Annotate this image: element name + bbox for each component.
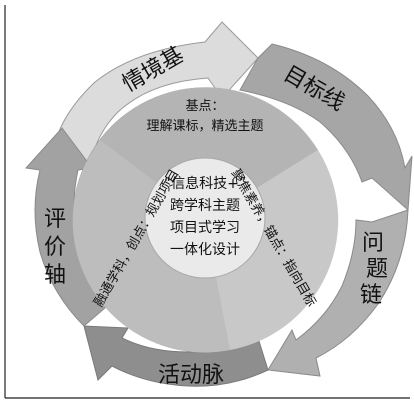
- inner-top-title: 基点：: [185, 99, 224, 114]
- center-line-1: “信息科技+”: [164, 175, 246, 192]
- inner-ring: [72, 87, 339, 353]
- label-evaluation-axis-group: 评 价 轴: [44, 207, 66, 288]
- center-circle: [144, 157, 266, 279]
- inner-top-text: 理解课标，精选主题: [146, 119, 263, 134]
- center-line-3: 项目式学习: [170, 220, 240, 236]
- center-line-4: 一体化设计: [170, 242, 240, 258]
- label-evaluation-axis-2: 价: [44, 235, 66, 260]
- inner-sector-left: [72, 140, 230, 353]
- segment-problem-chain: [267, 209, 409, 377]
- label-problem-chain-2: 题: [366, 257, 388, 282]
- center-line-2: 跨学科主题: [170, 198, 240, 214]
- label-evaluation-axis-1: 评: [44, 207, 66, 232]
- label-problem-chain-group: 问 题 链: [360, 231, 388, 308]
- label-problem-chain-3: 链: [360, 283, 382, 308]
- inner-sector-top: [100, 87, 318, 221]
- label-activity-vein: 活动脉: [158, 363, 224, 388]
- label-problem-chain-1: 问: [362, 231, 384, 256]
- label-evaluation-axis-3: 轴: [44, 263, 66, 288]
- segment-goal-line: [239, 43, 413, 212]
